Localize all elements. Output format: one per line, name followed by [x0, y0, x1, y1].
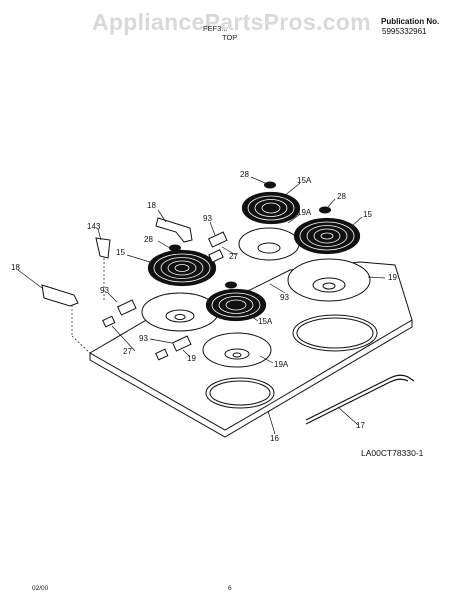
callout-label: 16 [270, 434, 279, 443]
leader-lines [17, 176, 386, 435]
callout-label: 15 [116, 248, 125, 257]
element-bracket [41, 217, 193, 307]
callout-label: 15A [258, 317, 273, 326]
publication-number: 5995332961 [382, 27, 427, 36]
callout-label: 15 [363, 210, 372, 219]
callout-label: 93 [100, 286, 109, 295]
burner-opening [292, 314, 378, 352]
diagram-code: LA00CT78330-1 [361, 448, 424, 458]
callout-label: 28 [144, 235, 153, 244]
drip-bowl [238, 227, 300, 261]
callout-label: 27 [229, 252, 238, 261]
surface-element-coil [147, 249, 217, 287]
model-number: FEF3... [203, 24, 228, 33]
callout-label: 15A [297, 176, 312, 185]
callout-label: 19A [297, 208, 312, 217]
callout-label: 93 [139, 334, 148, 343]
drip-bowl [202, 332, 272, 368]
drip-bowl [141, 292, 219, 332]
callout-label: 93 [280, 293, 289, 302]
publication-label: Publication No. [381, 17, 440, 26]
callout-label: 19 [187, 354, 196, 363]
element-support [169, 181, 331, 289]
trim-rod [305, 374, 415, 425]
burner-opening [205, 377, 275, 409]
callout-label: 143 [87, 222, 101, 231]
callout-label: 18 [147, 201, 156, 210]
callout-labels: 28 15A 28 15 18 93 19A 143 28 27 15 19 1… [11, 170, 397, 443]
callout-label: 27 [123, 347, 132, 356]
callout-label: 17 [356, 421, 365, 430]
surface-element-coil [293, 217, 361, 255]
callout-label: 19A [274, 360, 289, 369]
section-title: TOP [222, 33, 238, 42]
terminal-block [102, 231, 228, 361]
surface-element-coil [241, 191, 301, 225]
callout-label: 18 [11, 263, 20, 272]
callout-label: 28 [337, 192, 346, 201]
footer-date: 02/00 [32, 585, 49, 592]
callout-label: 93 [203, 214, 212, 223]
mounting-bracket [95, 237, 111, 259]
drip-bowl [287, 258, 371, 302]
surface-element-coil [205, 288, 267, 322]
footer-page-number: 6 [228, 585, 232, 592]
watermark: AppliancePartsPros.com [92, 9, 371, 35]
callout-label: 28 [240, 170, 249, 179]
callout-label: 19 [388, 273, 397, 282]
